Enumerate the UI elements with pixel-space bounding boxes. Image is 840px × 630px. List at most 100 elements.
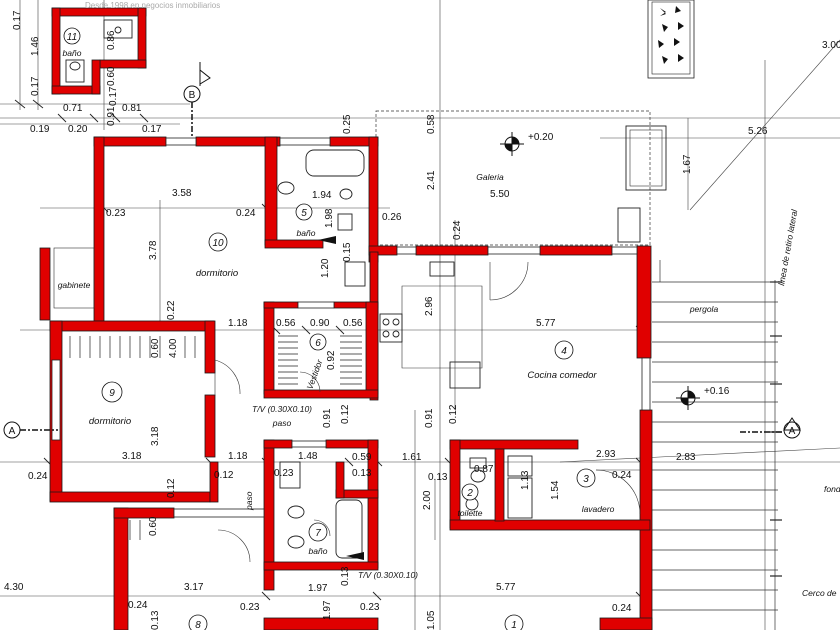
- room-4-name: Cocina comedor: [527, 370, 597, 381]
- dimension-label: 1.13: [520, 470, 531, 490]
- dimension-label: 1.97: [308, 583, 328, 594]
- room-8-number: 8: [195, 620, 201, 630]
- dimension-label: 3.58: [172, 188, 192, 199]
- room-3-name: lavadero: [582, 504, 615, 514]
- dimension-label: 5.26: [748, 126, 768, 137]
- dimension-label: 0.15: [342, 242, 353, 262]
- dimension-label: 3.17: [184, 582, 204, 593]
- dimension-label: 5.77: [536, 318, 556, 329]
- section-label-a-right: A: [789, 426, 796, 437]
- dimension-label: 0.71: [63, 103, 83, 114]
- dimension-label: 2.00: [422, 490, 433, 510]
- dimension-label: 0.23: [240, 602, 260, 613]
- dimension-label: 3.18: [150, 426, 161, 446]
- room-7-name: baño: [309, 546, 328, 556]
- dimension-label: 1.20: [320, 258, 331, 278]
- dimension-label: 0.22: [166, 300, 177, 320]
- dimension-label: 0.24: [128, 600, 148, 611]
- dimension-label: 0.23: [360, 602, 380, 613]
- dimension-label: 0.12: [166, 478, 177, 498]
- room-5-name: baño: [297, 228, 316, 238]
- dimension-label: 0.12: [448, 404, 459, 424]
- dimension-label: 0.91: [106, 106, 117, 126]
- planter-icon: [647, 0, 695, 79]
- cerco-label: Cerco de: [802, 588, 837, 598]
- dimension-label: 2.93: [596, 449, 616, 460]
- dimension-label: 2.41: [426, 170, 437, 190]
- dimension-label: 0.17: [12, 10, 23, 30]
- dimension-label: 1.94: [312, 190, 332, 201]
- dimension-label: 0.91: [322, 408, 333, 428]
- dimension-label: 0.13: [428, 472, 448, 483]
- dimension-label: 0.60: [148, 516, 159, 536]
- room-9-name: dormitorio: [89, 416, 131, 427]
- pergola-label: pergola: [689, 304, 719, 314]
- dimension-label: 0.91: [424, 408, 435, 428]
- room-2-number: 2: [466, 488, 473, 499]
- section-marker-a-right: A: [740, 417, 801, 439]
- dimension-label: 1.48: [298, 451, 318, 462]
- dimension-label: 1.98: [324, 208, 335, 228]
- dimension-label: 0.23: [274, 468, 294, 479]
- galeria-outline: [375, 110, 651, 246]
- room-1-number: 1: [511, 620, 517, 630]
- dimension-label: 0.13: [150, 610, 161, 630]
- dimension-label: 3.00: [822, 40, 840, 51]
- dimension-label: 0.12: [214, 470, 234, 481]
- dimension-label: 0.60: [150, 338, 161, 358]
- dimension-label: 1.54: [550, 480, 561, 500]
- dimension-label: 1.46: [30, 36, 41, 56]
- dimension-label: 0.87: [474, 464, 494, 475]
- dimension-label: 2.96: [424, 296, 435, 316]
- dimension-label: 1.67: [682, 154, 693, 174]
- dimension-label: 1.05: [426, 610, 437, 630]
- dimension-label: 0.24: [612, 603, 632, 614]
- dimension-label: 0.58: [426, 114, 437, 134]
- room-10-name: dormitorio: [196, 268, 238, 279]
- paso-label-b: paso: [244, 491, 254, 511]
- room-9-number: 9: [109, 388, 115, 399]
- fixtures: [53, 19, 667, 563]
- dimension-label: 0.26: [382, 212, 402, 223]
- dimension-label: 1.18: [228, 318, 248, 329]
- level-patio: +0.16: [704, 386, 730, 397]
- dimension-label: 0.13: [352, 468, 372, 479]
- gabinete-label: gabinete: [58, 280, 91, 290]
- dimension-label: 0.13: [340, 566, 351, 586]
- dimension-label: 0.17: [142, 124, 162, 135]
- dimension-label: 0.86: [106, 30, 117, 50]
- level-marker-patio: [676, 386, 700, 410]
- dimension-label: 0.20: [68, 124, 88, 135]
- level-marker-galeria: [500, 132, 524, 156]
- fondo-label: fond: [824, 484, 840, 494]
- dimension-label: 3.78: [148, 240, 159, 260]
- walls: [39, 7, 653, 630]
- room-2-name: toilette: [457, 508, 482, 518]
- dimension-label: 0.24: [452, 220, 463, 240]
- paso-label-a: paso: [272, 418, 292, 428]
- dimension-label: 0.19: [30, 124, 50, 135]
- tv-note-b: T/V (0.30X0.10): [358, 570, 418, 580]
- dimension-label: 0.24: [236, 208, 256, 219]
- dimension-label: 4.00: [168, 338, 179, 358]
- dimension-label: 0.24: [612, 470, 632, 481]
- galeria-label: Galeria: [476, 172, 504, 182]
- dimension-label: 4.30: [4, 582, 24, 593]
- dimension-label: 1.61: [402, 452, 422, 463]
- retiro-label: linea de retiro lateral: [776, 208, 799, 287]
- room-11-number: 11: [67, 32, 77, 43]
- dimension-label: 0.56: [276, 318, 296, 329]
- pergola-structure: [652, 260, 778, 630]
- room-7-number: 7: [315, 528, 321, 539]
- dimension-label: 1.97: [322, 600, 333, 620]
- dimension-label: 0.25: [342, 114, 353, 134]
- dimension-label: 0.81: [122, 103, 142, 114]
- dimension-label: 1.18: [228, 451, 248, 462]
- dimension-labels: 0.71 0.81 0.19 0.20 0.17 5.50 5.26 3.00 …: [4, 10, 840, 630]
- section-label-a-left: A: [9, 426, 16, 437]
- dimension-label: 5.50: [490, 189, 510, 200]
- dimension-label: 0.24: [28, 471, 48, 482]
- section-label-b-top: B: [189, 90, 196, 101]
